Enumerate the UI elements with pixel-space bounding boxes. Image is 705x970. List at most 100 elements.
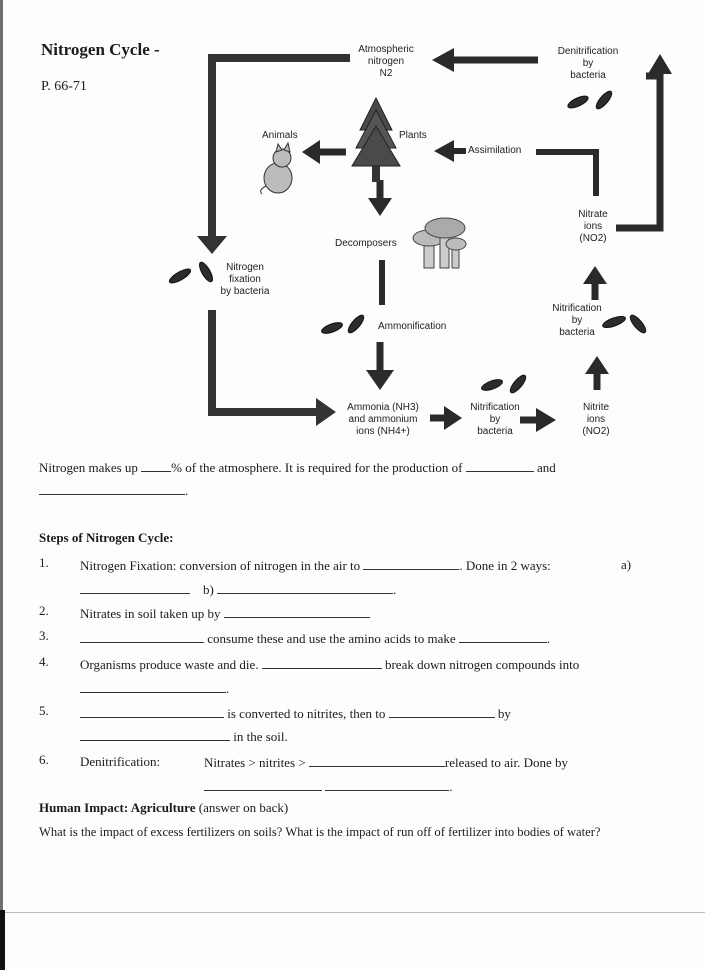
step-5-text-2: by (497, 706, 511, 721)
blank-step-5a[interactable] (80, 705, 224, 718)
intro-part-2: % of the atmosphere. It is required for … (171, 460, 463, 475)
fixation-to-ammonia-arrow (208, 310, 318, 416)
denitrification-line2: by (582, 58, 594, 69)
blank-step-5b[interactable] (388, 705, 495, 718)
step-2-number: 2. (39, 603, 49, 618)
denitrification-line3: bacteria (570, 70, 606, 81)
denitrification-label: Denitrification by bacteria (548, 46, 628, 82)
blank-step-3a[interactable] (80, 630, 204, 643)
page-reference: P. 66-71 (41, 79, 87, 94)
fixation-loop-arrow (208, 54, 350, 238)
bacteria-icon-ammonification (321, 314, 365, 334)
atmospheric-line1: Atmospheric (358, 44, 414, 55)
atmospheric-formula: N2 (379, 68, 393, 79)
human-impact-question: What is the impact of excess fertilizers… (39, 825, 601, 839)
blank-production[interactable] (465, 459, 534, 472)
bacteria-icon-nitrification-bottom (481, 374, 527, 394)
nitrate-to-denitrification-arrow (616, 72, 664, 232)
animals-label: Animals (262, 130, 298, 141)
page-bottom-line (0, 912, 705, 913)
step-1-number: 1. (39, 555, 49, 570)
nitrate-formula: (NO2) (579, 233, 607, 244)
nitrite-line2: ions (586, 414, 606, 425)
ammonia-line1: Ammonia (NH3) (347, 402, 419, 413)
blank-step-3b[interactable] (458, 630, 547, 643)
bacteria-icon-nitrification-right (602, 314, 647, 334)
scan-edge (0, 0, 3, 970)
step-1-b: b) (203, 582, 214, 597)
nitrogen-cycle-diagram (168, 48, 672, 432)
steps-heading: Steps of Nitrogen Cycle: (39, 530, 174, 545)
ammonification-label: Ammonification (378, 321, 447, 332)
blank-step-6c[interactable] (325, 778, 450, 791)
human-impact-heading: Human Impact: Agriculture (39, 800, 196, 815)
step-1-line-2: b) . (80, 581, 396, 598)
step-5-number: 5. (39, 703, 49, 718)
blank-step-6b[interactable] (204, 778, 322, 791)
decomposers-label: Decomposers (335, 238, 397, 249)
nitrification-bottom-line2: by (489, 414, 501, 425)
blank-step-2[interactable] (223, 605, 370, 618)
intro-part-3: and (537, 460, 556, 475)
scan-bottom-bar (0, 910, 5, 970)
plants-label: Plants (399, 130, 427, 141)
step-6-label: Denitrification: (80, 754, 161, 769)
nitrate-line1: Nitrate (578, 209, 608, 220)
step-6-number: 6. (39, 752, 49, 767)
pine-tree-icon (351, 96, 401, 182)
atmospheric-line2: nitrogen (367, 56, 405, 67)
step-6-text: Nitrates > nitrites > (204, 755, 306, 770)
blank-step-5c[interactable] (80, 728, 230, 741)
blank-step-4b[interactable] (80, 680, 226, 693)
intro-line-1: Nitrogen makes up % of the atmosphere. I… (39, 459, 556, 476)
step-5-line: is converted to nitrites, then to by (80, 705, 511, 722)
blank-step-6a[interactable] (308, 754, 445, 767)
denitrification-line1: Denitrification (557, 46, 619, 57)
nitrification-bottom-label: Nitrification by bacteria (464, 402, 526, 438)
blank-step-4a[interactable] (261, 656, 382, 669)
step-1-line: Nitrogen Fixation: conversion of nitroge… (80, 557, 551, 574)
nitrite-formula: (NO2) (582, 426, 610, 437)
nitrite-label: Nitrite ions (NO2) (574, 402, 618, 438)
blank-step-1[interactable] (363, 557, 460, 570)
human-impact-note: (answer on back) (198, 800, 289, 815)
step-1-a: a) (621, 557, 632, 572)
step-2-line: Nitrates in soil taken up by (80, 605, 370, 622)
blank-step-1a[interactable] (80, 581, 190, 594)
page-title: Nitrogen Cycle - (41, 40, 160, 59)
step-6-line: Nitrates > nitrites > released to air. D… (204, 754, 568, 771)
step-5-text-3: in the soil. (233, 729, 288, 744)
step-4-line-2: . (80, 680, 229, 697)
nitrate-line2: ions (583, 221, 603, 232)
step-5-line-2: in the soil. (80, 728, 288, 745)
blank-production-2[interactable] (39, 482, 185, 495)
step-6-line-2: . (204, 778, 453, 795)
blank-percent[interactable] (141, 459, 172, 472)
mushroom-icon (412, 217, 467, 269)
intro-line-2: . (39, 482, 188, 499)
nitrogen-fixation-label: Nitrogen fixation by bacteria (216, 262, 274, 298)
ammonia-line3: ions (NH4+) (356, 426, 410, 437)
step-2-text: Nitrates in soil taken up by (80, 606, 221, 621)
step-4-number: 4. (39, 654, 49, 669)
nitrification-right-line1: Nitrification (552, 303, 602, 314)
atmospheric-nitrogen-label: Atmospheric nitrogen N2 (346, 44, 426, 80)
assimilation-arrow (536, 149, 599, 196)
step-1-text: Nitrogen Fixation: conversion of nitroge… (80, 558, 361, 573)
step-5-text: is converted to nitrites, then to (227, 706, 386, 721)
step-4-text: Organisms produce waste and die. (80, 657, 259, 672)
nitrification-bottom-line3: bacteria (477, 426, 513, 437)
step-1-text-2: . Done in 2 ways: (459, 558, 551, 573)
ammonia-line2: and ammonium (348, 414, 418, 425)
nitrite-line1: Nitrite (582, 402, 610, 413)
nitrogen-fixation-line3: by bacteria (220, 286, 270, 297)
nitrogen-fixation-line2: fixation (229, 274, 261, 285)
blank-step-1b[interactable] (217, 581, 394, 594)
step-4-text-2: break down nitrogen compounds into (384, 657, 580, 672)
cat-icon (260, 141, 293, 195)
step-3-line: consume these and use the amino acids to… (80, 630, 550, 647)
nitrogen-fixation-line1: Nitrogen (226, 262, 264, 273)
nitrate-label: Nitrate ions (NO2) (565, 209, 621, 245)
nitrification-right-label: Nitrification by bacteria (548, 303, 606, 339)
ammonia-label: Ammonia (NH3) and ammonium ions (NH4+) (338, 402, 428, 438)
